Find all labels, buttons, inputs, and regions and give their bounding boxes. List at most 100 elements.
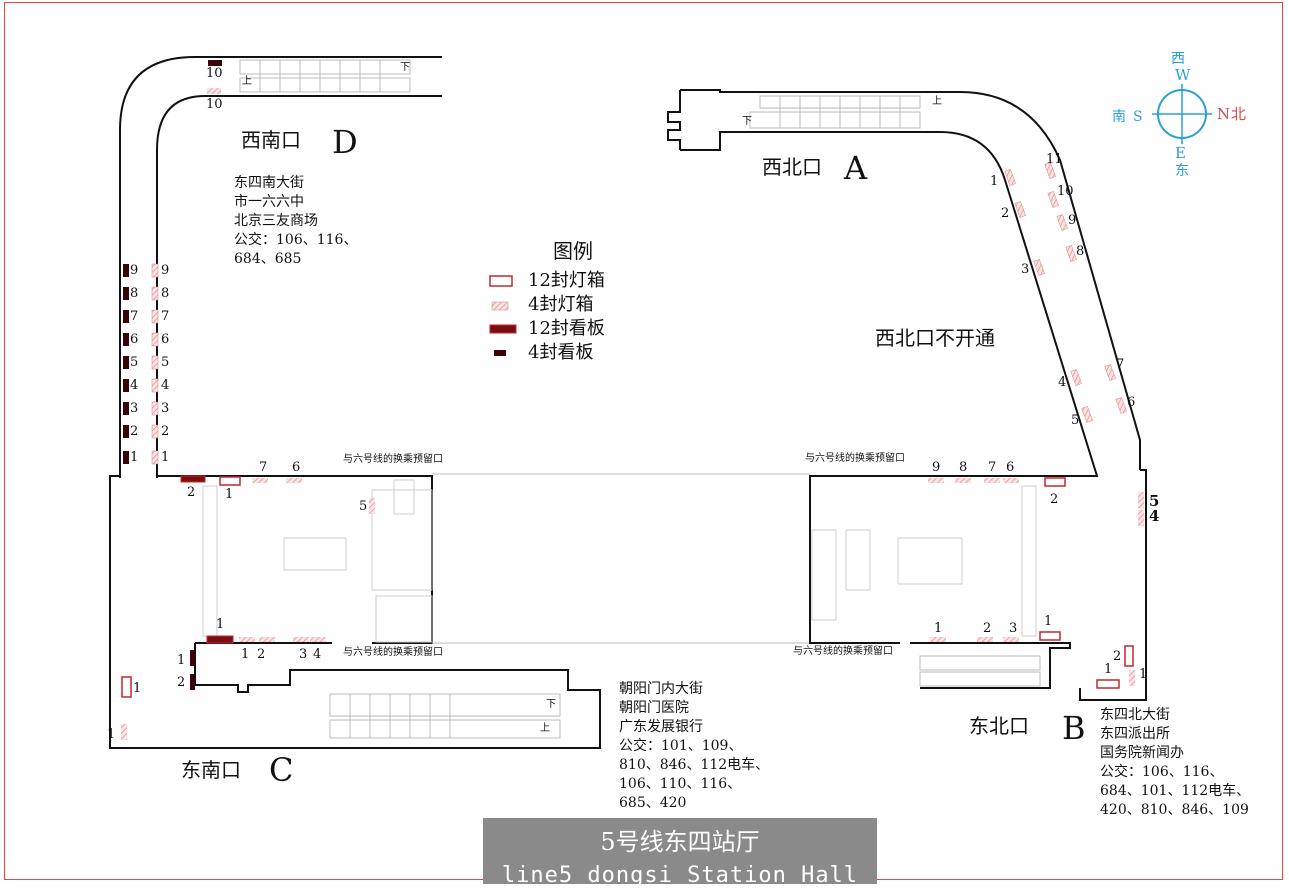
board-12-w-bottom [206,635,234,644]
num-left-board: 5 [130,355,139,370]
num-left-box: 4 [161,378,170,393]
west-hall-interior [202,479,433,643]
num-left-box: 9 [161,263,170,278]
caption-title-en: line5 dongsi Station Hall [501,863,859,888]
exit-d-info: 东四南大街 市一六六中 北京三友商场 公交：106、116、 684、685 [234,174,357,269]
num-a-outer: 9 [1068,213,1077,228]
compass-north-letter: N [1217,105,1231,123]
escalator-a [749,95,921,129]
escalator-c-down: 下 [546,699,556,710]
num-a-inner: 4 [1058,375,1067,390]
num-left-board: 2 [130,424,139,439]
num-a-outer: 8 [1076,244,1085,259]
num-left-board: 8 [130,286,139,301]
board-4-c-2 [190,674,195,690]
escalator-d [239,59,411,93]
num-e-top: 6 [1006,460,1015,475]
exit-c-letter: C [269,751,294,789]
caption-title-cn: 5号线东四站厅 [600,828,760,856]
corridor-d [119,56,442,478]
num-b-box: 2 [1113,649,1122,664]
escalator-c-up: 上 [540,723,550,734]
e-bottom-lightboxes [930,637,1019,642]
num-left-box: 8 [161,286,170,301]
num-e-bottom: 1 [934,621,943,636]
transfer-note-se: 与六号线的换乘预留口 [793,646,893,657]
exit-b-info-line: 东四北大街 [1100,707,1170,723]
num-w-top-board: 2 [187,485,196,500]
exit-b-info-line: 684、101、112电车、 [1100,783,1251,799]
w-bottom-lightboxes [239,637,326,642]
lightbox-4-w-stair [369,498,375,514]
caption-box: 5号线东四站厅 line5 dongsi Station Hall [483,818,877,888]
compass-north-cn: 北 [1231,105,1247,123]
num-e-top: 8 [959,460,968,475]
e-top-lightboxes [928,478,1019,483]
left-corridor-lightboxes [151,263,159,465]
corridor-a [667,89,1141,477]
exit-b-info: 东四北大街 东四派出所 国务院新闻办 公交：106、116、 684、101、1… [1100,706,1250,820]
num-b-box: 1 [1104,662,1113,677]
num-d-top-board: 10 [206,66,223,81]
num-left-board: 9 [130,263,139,278]
escalator-d-up: 上 [242,76,252,87]
num-w-top-box: 1 [225,487,234,502]
num-w-bottom-board: 1 [216,617,225,632]
num-a-inner: 5 [1071,413,1080,428]
exit-b-info-line: 国务院新闻办 [1100,745,1184,761]
num-w-top: 7 [259,460,268,475]
exit-a-letter: A [844,149,868,187]
compass-east-letter: E [1175,144,1186,162]
num-e-bottom: 3 [1009,621,1018,636]
exit-b-info-line: 420、810、846、109 [1100,802,1249,818]
exit-c-info: 朝阳门内大街 朝阳门医院 广东发展银行 公交：101、109、 810、846、… [619,680,769,813]
num-w-bottom-box: 3 [299,647,308,662]
lightbox-4-c-left [121,724,127,740]
num-e-top: 7 [988,460,997,475]
lightbox-12-c-left [121,676,132,698]
num-left-board: 3 [130,401,139,416]
transfer-note-nw: 与六号线的换乘预留口 [343,454,443,465]
lightbox-4-b-1 [1129,670,1135,686]
num-e-bottom-box: 1 [1044,614,1053,629]
connector-passage [432,473,810,644]
board-12-w-top [180,475,206,483]
num-a-outer: 11 [1046,152,1063,167]
legend-item-lightbox-4: 4封灯箱 [528,294,594,315]
exit-c-info-line: 810、846、112电车、 [619,757,770,773]
num-left-box: 2 [161,424,170,439]
e-right-lightboxes [1138,492,1144,526]
lightbox-4-d-top [207,88,221,94]
lightbox-12-b-1 [1096,679,1120,689]
num-w-bottom-box: 2 [257,647,266,662]
escalator-d-down: 下 [400,62,410,73]
exit-d-letter: D [332,123,358,161]
num-left-board: 7 [130,309,139,324]
compass-south-cn: 南 [1112,109,1126,125]
num-e-right: 4 [1149,507,1160,525]
num-c-side-board: 1 [177,653,186,668]
exit-d-name: 西南口 [241,128,301,152]
num-left-box: 7 [161,309,170,324]
legend-glyphs [489,275,517,356]
num-a-outer: 10 [1057,184,1074,199]
num-left-box: 3 [161,401,170,416]
num-left-board: 4 [130,378,139,393]
num-c-left: 1 [133,681,142,696]
transfer-note-sw: 与六号线的换乘预留口 [343,647,443,658]
num-w-top: 6 [292,460,301,475]
compass-south-letter: S [1133,109,1143,125]
exit-d-info-line: 市一六六中 [234,194,304,210]
num-a-inner: 1 [990,174,999,189]
compass-west-cn: 西 [1171,51,1185,67]
num-e-bottom: 2 [983,621,992,636]
num-e-top-box: 2 [1050,492,1059,507]
exit-c-info-line: 公交：101、109、 [619,738,743,754]
exit-a-closed-note: 西北口不开通 [875,326,995,350]
num-a-outer: 6 [1127,395,1136,410]
exit-b-name: 东北口 [969,714,1029,738]
exit-d-info-line: 东四南大街 [234,175,304,191]
num-a-outer: 7 [1116,357,1125,372]
lightbox-4-w-top-6 [286,478,302,483]
escalator-b [919,655,1041,687]
